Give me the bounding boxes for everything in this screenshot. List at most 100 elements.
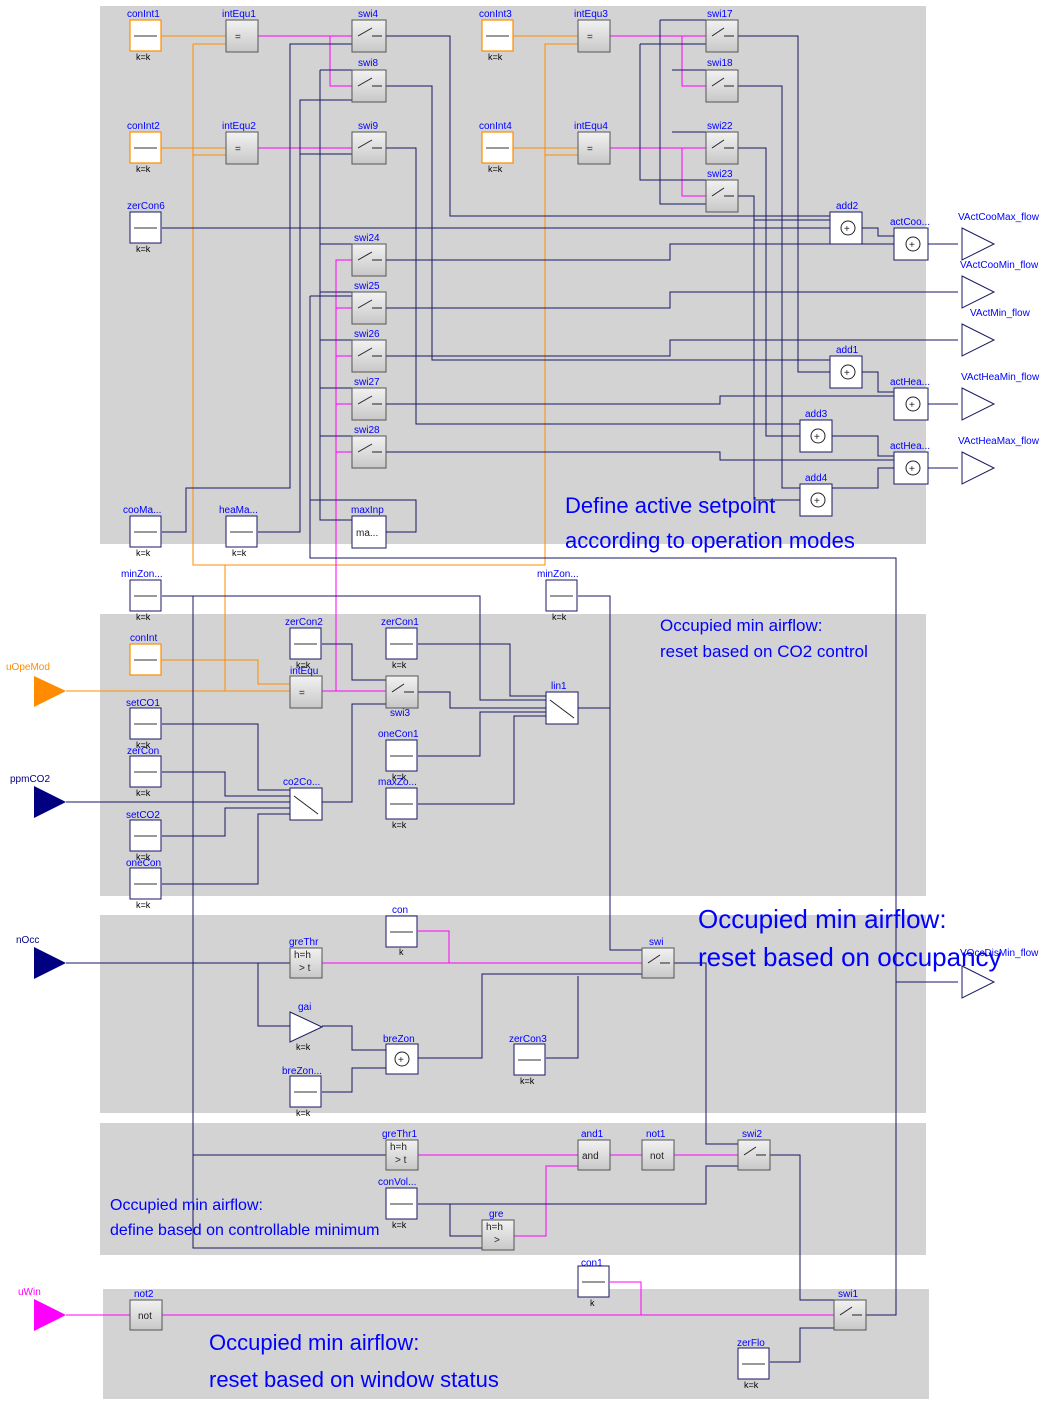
output-VActCooMin_flow[interactable]: VActCooMin_flow	[960, 260, 1039, 309]
block-swi4[interactable]: swi4	[351, 9, 387, 53]
block-intEqu2[interactable]: = intEqu2	[222, 121, 259, 165]
block-gre[interactable]: h=h > gre	[481, 1209, 515, 1251]
block-zerFlo[interactable]: zerFlo k=k	[737, 1338, 770, 1390]
block-label: intEqu1	[222, 9, 256, 20]
block-greThr[interactable]: h=h > t greThr	[289, 937, 323, 979]
block-add3[interactable]: + add3	[799, 409, 833, 453]
block-swi1[interactable]: swi1	[833, 1289, 867, 1331]
block-maxZo[interactable]: maxZo... k=k	[378, 777, 418, 830]
block-label: swi27	[354, 377, 380, 388]
block-not1[interactable]: not not1	[641, 1129, 675, 1171]
block-label: and1	[581, 1129, 604, 1140]
block-conInt4[interactable]: conInt4 k=k	[479, 121, 514, 174]
block-conInt1[interactable]: conInt1 k=k	[127, 9, 162, 62]
input-label: nOcc	[16, 935, 39, 946]
output-VOccDisMin_flow[interactable]: VOccDisMin_flow	[960, 948, 1039, 999]
block-actCoo[interactable]: + actCoo...	[890, 217, 930, 261]
block-con1[interactable]: con1 k	[577, 1258, 610, 1308]
block-label: swi9	[358, 121, 378, 132]
output-VActMin_flow[interactable]: VActMin_flow	[961, 308, 1031, 357]
block-swi22[interactable]: swi22	[705, 121, 739, 165]
block-swi17[interactable]: swi17	[705, 9, 739, 53]
svg-text:h=h: h=h	[486, 1222, 503, 1233]
block-conInt3[interactable]: conInt3 k=k	[479, 9, 514, 62]
block-add4[interactable]: + add4	[799, 473, 833, 517]
block-lin1[interactable]: lin1	[545, 681, 579, 725]
block-intEqu4[interactable]: = intEqu4	[574, 121, 611, 165]
block-oneCon[interactable]: oneCon k=k	[126, 858, 162, 910]
block-param: k=k	[520, 1076, 535, 1086]
block-param: k=k	[136, 788, 151, 798]
output-label: VActCooMax_flow	[958, 212, 1040, 223]
block-zerCon6[interactable]: zerCon6 k=k	[127, 201, 165, 254]
block-minZon2[interactable]: minZon... k=k	[537, 569, 579, 622]
block-heaMa[interactable]: heaMa... k=k	[219, 505, 258, 558]
block-intEqu3[interactable]: = intEqu3	[574, 9, 611, 53]
output-label: VOccDisMin_flow	[960, 948, 1039, 959]
input-uOpeMod[interactable]: uOpeMod	[6, 662, 66, 707]
block-swi25[interactable]: swi25	[351, 281, 387, 325]
block-param: k=k	[392, 820, 407, 830]
block-gai[interactable]: gai k=k	[289, 1002, 324, 1052]
input-ppmCO2[interactable]: ppmCO2	[10, 774, 66, 818]
block-oneCon1[interactable]: oneCon1 k=k	[378, 729, 419, 782]
block-cooMa[interactable]: cooMa... k=k	[123, 505, 162, 558]
block-swi2[interactable]: swi2	[737, 1129, 771, 1171]
svg-text:+: +	[814, 432, 820, 443]
block-swi23[interactable]: swi23	[705, 169, 739, 213]
block-param: k=k	[392, 1220, 407, 1230]
block-minZon1[interactable]: minZon... k=k	[121, 569, 163, 622]
block-param: k=k	[136, 244, 151, 254]
block-swi[interactable]: swi	[641, 937, 675, 979]
block-setCO2[interactable]: setCO2 k=k	[126, 810, 162, 862]
svg-text:+: +	[398, 1055, 404, 1066]
block-intEqu1[interactable]: = intEqu1	[222, 9, 259, 53]
block-actHea1[interactable]: + actHea...	[890, 377, 930, 421]
block-swi26[interactable]: swi26	[351, 329, 387, 373]
block-param: k=k	[232, 548, 247, 558]
block-label: add3	[805, 409, 828, 420]
block-setCO1[interactable]: setCO1 k=k	[126, 698, 162, 750]
block-swi18[interactable]: swi18	[705, 58, 739, 103]
block-not2[interactable]: not not2	[129, 1289, 163, 1331]
block-label: zerFlo	[737, 1338, 765, 1349]
block-add1[interactable]: + add1	[829, 345, 863, 389]
input-uWin[interactable]: uWin	[18, 1287, 66, 1331]
output-VActHeaMin_flow[interactable]: VActHeaMin_flow	[961, 372, 1040, 421]
block-label: swi25	[354, 281, 380, 292]
block-conInt[interactable]: conInt	[129, 633, 162, 676]
block-con[interactable]: con k	[385, 905, 418, 957]
note-occ-line2: reset based on occupancy	[698, 942, 1002, 972]
output-VActHeaMax_flow[interactable]: VActHeaMax_flow	[958, 436, 1040, 485]
block-swi27[interactable]: swi27	[351, 377, 387, 421]
note-co2-line2: reset based on CO2 control	[660, 642, 868, 661]
block-breZon[interactable]: + breZon	[383, 1034, 419, 1075]
block-conInt2[interactable]: conInt2 k=k	[127, 121, 162, 174]
block-param: k	[399, 947, 404, 957]
block-maxInp[interactable]: ma... maxInp	[351, 505, 387, 549]
input-nOcc[interactable]: nOcc	[16, 935, 66, 979]
block-param: k=k	[136, 548, 151, 558]
block-co2Co[interactable]: co2Co...	[283, 777, 323, 821]
block-zerCon1[interactable]: zerCon1 k=k	[381, 617, 419, 670]
block-label: conInt2	[127, 121, 160, 132]
block-zerCon[interactable]: zerCon k=k	[127, 746, 162, 798]
block-breZon2[interactable]: breZon... k=k	[282, 1066, 322, 1118]
block-intEqu[interactable]: = intEqu	[289, 666, 323, 709]
block-actHea2[interactable]: + actHea...	[890, 441, 930, 485]
block-swi3[interactable]: swi3	[385, 675, 419, 719]
block-swi9[interactable]: swi9	[351, 121, 387, 165]
block-and1[interactable]: and and1	[577, 1129, 611, 1171]
block-swi8[interactable]: swi8	[351, 58, 387, 103]
block-add2[interactable]: + add2	[829, 201, 863, 245]
block-greThr1[interactable]: h=h > t greThr1	[382, 1129, 419, 1171]
block-param: k=k	[392, 772, 407, 782]
block-swi28[interactable]: swi28	[351, 425, 387, 469]
block-zerCon2[interactable]: zerCon2 k=k	[285, 617, 323, 670]
block-label: intEqu	[290, 666, 318, 677]
output-VActCooMax_flow[interactable]: VActCooMax_flow	[958, 212, 1040, 261]
block-zerCon3[interactable]: zerCon3 k=k	[509, 1034, 547, 1086]
block-conVol[interactable]: conVol... k=k	[378, 1177, 418, 1230]
block-swi24[interactable]: swi24	[351, 233, 387, 277]
note-win-line1: Occupied min airflow:	[209, 1330, 419, 1355]
